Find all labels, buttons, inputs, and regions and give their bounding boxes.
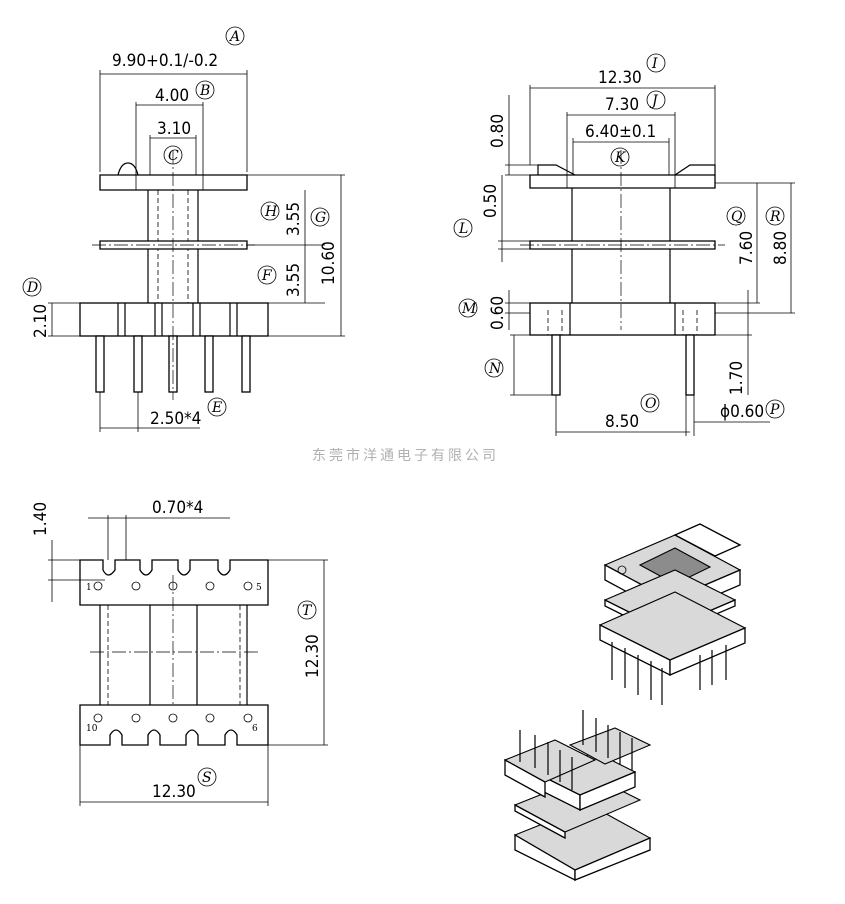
svg-text:L: L <box>458 221 468 237</box>
company-watermark: 东莞市洋通电子有限公司 <box>312 447 499 464</box>
svg-text:H: H <box>264 204 278 220</box>
dim-G-text: 10.60 <box>319 241 339 285</box>
svg-text:A: A <box>228 29 240 45</box>
svg-text:D: D <box>26 280 38 296</box>
svg-text:T: T <box>302 603 313 619</box>
dim-slot-text: 1.40 <box>31 502 51 536</box>
side-view: 12.30 7.30 6.40±0.1 0.80 0.50 0.60 7.60 <box>453 53 795 436</box>
dim-O-text: 8.50 <box>605 412 639 432</box>
dim-pitch-text: 0.70*4 <box>152 498 203 518</box>
front-view: 9.90+0.1/-0.2 4.00 3.10 3.55 3.55 10.60 … <box>22 26 345 432</box>
svg-text:N: N <box>488 361 502 377</box>
bottom-view: 1 5 10 6 0.70*4 1.40 12.30 <box>31 498 328 806</box>
dim-F-text: 3.55 <box>284 263 304 297</box>
dim-L-top-text: 0.80 <box>488 114 508 148</box>
svg-text:K: K <box>614 150 627 166</box>
dim-B-text: 4.00 <box>155 86 189 106</box>
pin-10-label: 10 <box>86 724 98 734</box>
isometric-view-top <box>598 523 747 705</box>
dim-Q-text: 7.60 <box>737 231 757 265</box>
svg-text:O: O <box>645 396 657 412</box>
svg-text:B: B <box>199 83 210 99</box>
isometric-view-bottom <box>503 710 652 882</box>
dim-T-text: 12.30 <box>303 634 323 678</box>
dim-K-text: 6.40±0.1 <box>585 122 656 142</box>
svg-text:J: J <box>649 93 659 109</box>
dim-S-text: 12.30 <box>152 782 196 802</box>
svg-text:F: F <box>261 268 273 284</box>
pin-5-label: 5 <box>256 583 262 593</box>
svg-text:G: G <box>315 210 326 226</box>
dim-L-text: 0.50 <box>481 184 501 218</box>
dim-E-text: 2.50*4 <box>150 409 201 429</box>
dim-I-text: 12.30 <box>598 68 642 88</box>
dim-R-text: 8.80 <box>771 231 791 265</box>
dim-H-text: 3.55 <box>284 202 304 236</box>
svg-text:P: P <box>769 402 780 418</box>
svg-text:S: S <box>202 770 212 786</box>
svg-text:M: M <box>461 301 477 317</box>
dim-A-text: 9.90+0.1/-0.2 <box>112 51 218 71</box>
dim-M-text: 0.60 <box>488 296 508 330</box>
svg-text:C: C <box>168 148 179 164</box>
svg-text:Q: Q <box>731 209 743 225</box>
dim-C-text: 3.10 <box>157 119 191 139</box>
pin-6-label: 6 <box>252 724 258 734</box>
dim-P-text: ϕ0.60 <box>720 402 764 422</box>
svg-text:R: R <box>769 209 781 225</box>
pin-1-label: 1 <box>86 583 92 593</box>
svg-text:I: I <box>651 56 658 72</box>
dim-P-len-text: 1.70 <box>727 361 747 395</box>
dim-J-text: 7.30 <box>605 95 639 115</box>
dim-D-text: 2.10 <box>31 304 51 338</box>
svg-text:E: E <box>211 400 222 416</box>
